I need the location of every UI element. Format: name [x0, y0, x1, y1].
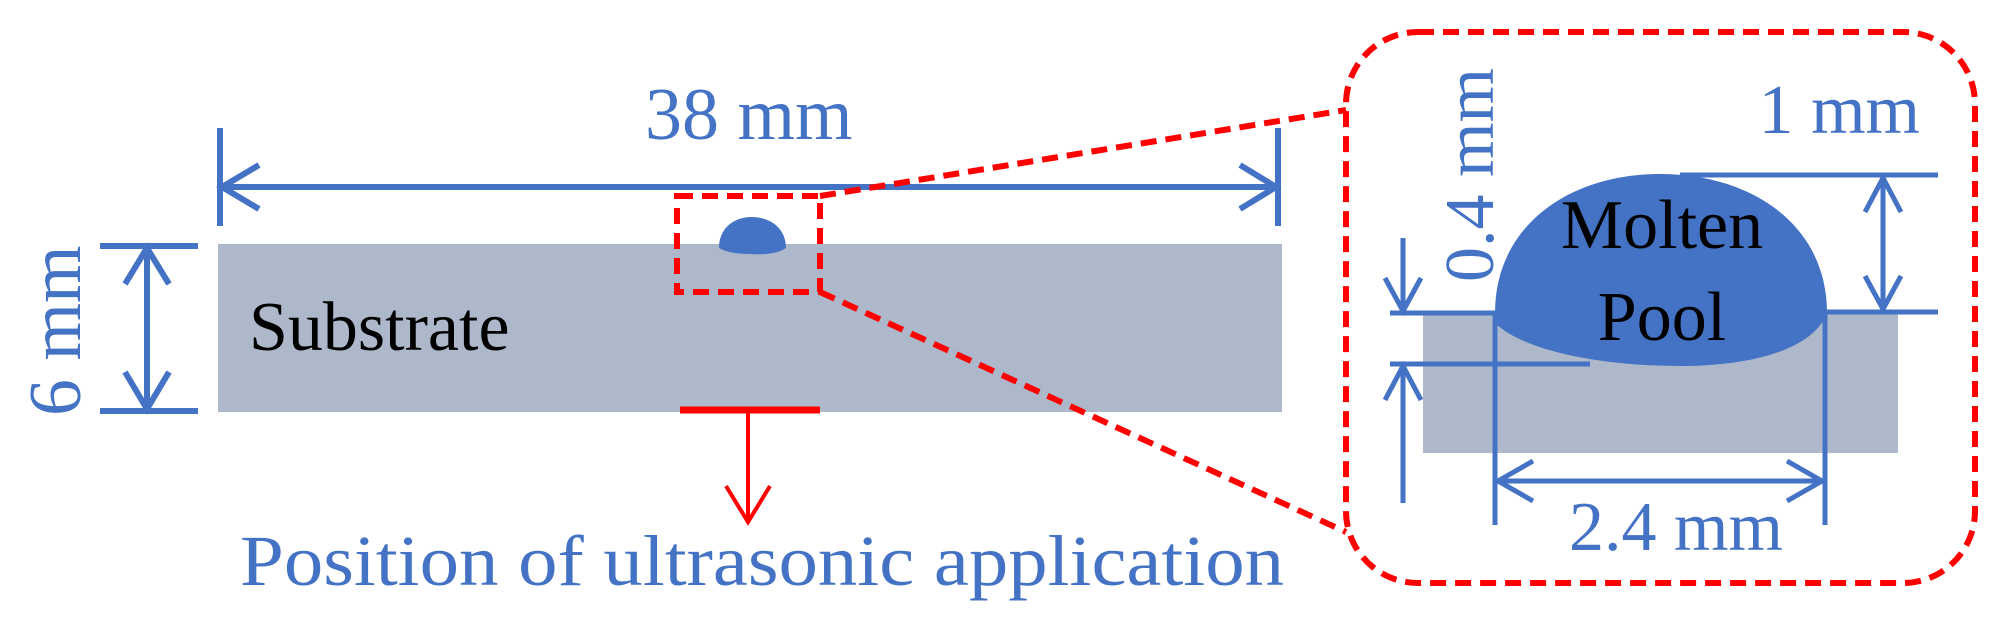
- length-dimension: [216, 128, 1282, 226]
- molten-pool-small: [719, 217, 786, 255]
- ultrasonic-position-marker: [680, 406, 820, 526]
- ultrasonic-position-label: Position of ultrasonic application: [240, 521, 1284, 601]
- thickness-dimension-label: 6 mm: [15, 245, 97, 416]
- length-dimension-label: 38 mm: [645, 74, 853, 156]
- zoom-connector-lines: [818, 107, 1348, 535]
- pool-height-label: 1 mm: [1759, 72, 1920, 149]
- pool-width-dimension: [1492, 313, 1828, 525]
- pool-label-line1: Molten: [1561, 187, 1763, 264]
- substrate-label: Substrate: [249, 289, 510, 366]
- pool-width-label: 2.4 mm: [1569, 489, 1783, 566]
- pool-depth-label: 0.4 mm: [1432, 68, 1509, 282]
- zoom-region-box: [674, 193, 823, 295]
- substrate-block: [218, 244, 1282, 412]
- molten-pool-large: [1495, 174, 1827, 366]
- pool-height-dimension: [1680, 172, 1938, 315]
- pool-depth-dimension: [1382, 238, 1590, 503]
- pool-label-line2: Pool: [1598, 279, 1726, 356]
- thickness-dimension: [100, 242, 198, 415]
- inset-frame: [1343, 29, 1978, 586]
